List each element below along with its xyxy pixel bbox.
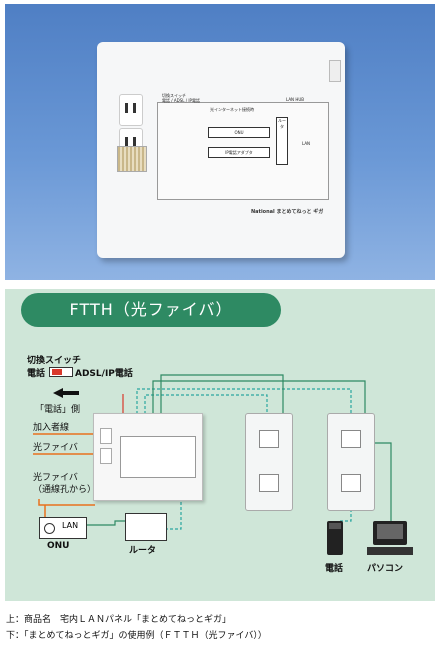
panel-adapter-box: IP電話アダプタ (208, 147, 270, 158)
switch-toggle (49, 367, 73, 377)
diagram-title: FTTH（光ファイバ） (69, 300, 233, 319)
phone-icon (327, 521, 343, 555)
caption-line-2: 下：「まとめてねっとギガ」の使用例（ＦＴＴＨ（光ファイバ）） (6, 631, 267, 641)
caption-line-1: 上：商品名 宅内ＬＡＮパネル「まとめてねっとギガ」 (6, 615, 232, 625)
brand-name: National (251, 209, 275, 215)
onu-router-line (85, 520, 125, 526)
outlet-pc-line (373, 442, 392, 521)
green-line-1 (152, 380, 366, 414)
diagram-title-pill: FTTH（光ファイバ） (21, 293, 281, 327)
product-mark: まとめてねっと ギガ (276, 209, 324, 215)
panel-side-tab (329, 60, 341, 82)
router-panel-line (165, 479, 182, 530)
wall-outlet-2 (327, 413, 375, 511)
phone-label: 電話 (325, 564, 344, 574)
product-photo: 切換スイッチ 電話 / ADSL / IP電話 光インターネット接続時 ONU … (5, 4, 435, 280)
panel-switch-label: 切換スイッチ (162, 93, 186, 98)
usage-diagram: FTTH（光ファイバ） 切換スイッチ 電話 ADSL/IP電話 「電話」側 加入… (5, 289, 435, 601)
pc-icon (373, 521, 407, 545)
wiring-lines (33, 374, 392, 530)
wall-outlet-1 (245, 413, 293, 511)
conduit-fiber-orange (38, 499, 95, 506)
onu-device: LAN (39, 517, 87, 539)
panel-router-box: ルータ (276, 117, 288, 165)
router-device (125, 513, 167, 541)
teal-line-1 (136, 388, 352, 419)
patch-panel-icon (117, 146, 147, 172)
wiring-diagram-label: 切換スイッチ 電話 / ADSL / IP電話 光インターネット接続時 ONU … (157, 93, 329, 200)
switch-adsl: ADSL/IP電話 (75, 369, 133, 379)
subscriber-line-label: 加入者線 (33, 423, 70, 433)
lan-panel: 切換スイッチ 電話 / ADSL / IP電話 光インターネット接続時 ONU … (97, 42, 345, 258)
panel-lan-label: LAN (302, 141, 311, 146)
onu-lan-label: LAN (62, 521, 79, 530)
teal-line-2 (144, 394, 268, 414)
arrow-label: 「電話」側 (35, 405, 81, 415)
panel-switch-positions: 電話 / ADSL / IP電話 (162, 98, 200, 103)
panel-brand: National まとめてねっと ギガ (251, 208, 323, 215)
panel-ports-label: LAN HUB (286, 97, 304, 102)
panel-internet-label: 光インターネット接続時 (210, 107, 254, 112)
arrow-left-icon (53, 388, 63, 398)
switch-title: 切換スイッチ (27, 356, 82, 366)
router-label: ルータ (129, 546, 157, 556)
optical-fiber-conduit-label: 光ファイバ （通線孔から） (33, 473, 97, 495)
green-line-2 (160, 374, 284, 414)
onu-label: ONU (47, 541, 70, 551)
pc-label: パソコン (367, 564, 404, 574)
switch-denwa: 電話 (27, 369, 46, 379)
power-outlet-top (119, 94, 143, 126)
panel-onu-box: ONU (208, 127, 270, 138)
optical-fiber-label: 光ファイバ (33, 443, 78, 453)
diagram-panel (93, 413, 203, 501)
